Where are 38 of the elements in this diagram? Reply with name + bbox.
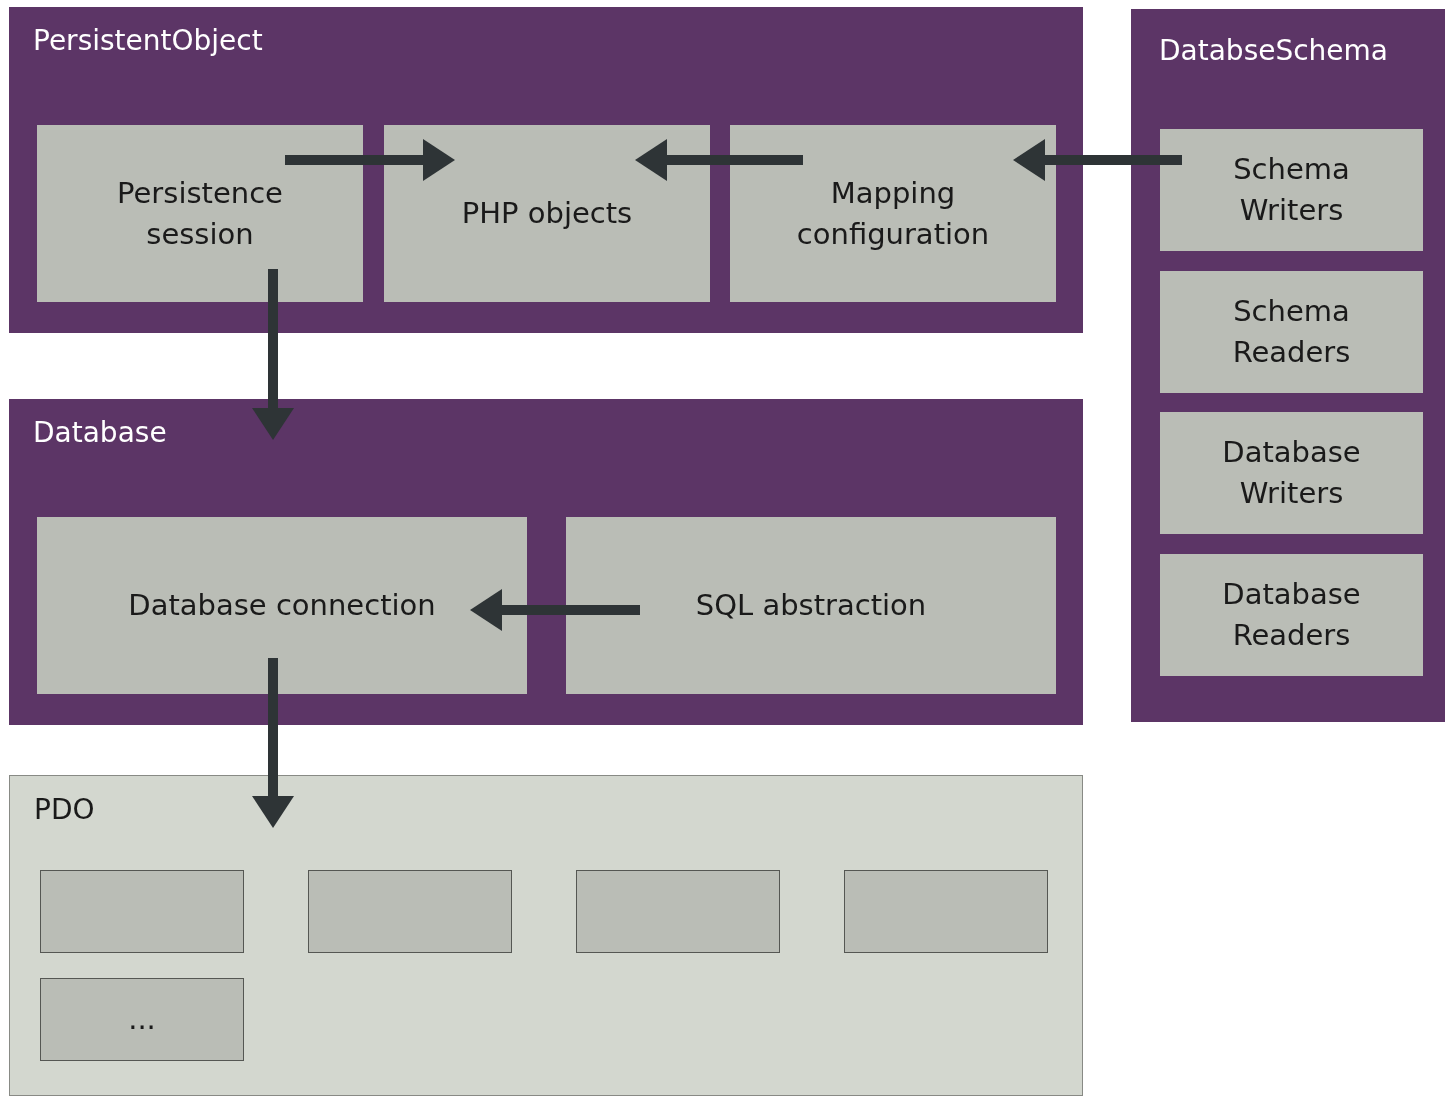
box-label: Mapping configuration <box>795 174 991 253</box>
box-label: PHP objects <box>461 195 633 232</box>
panel-title: Database <box>33 419 167 447</box>
panel-title: PersistentObject <box>33 27 263 55</box>
module-box <box>384 125 710 302</box>
arrow <box>470 589 640 631</box>
component-panel <box>1131 9 1445 722</box>
driver-box <box>576 870 780 953</box>
box-label: Persistence session <box>116 174 284 253</box>
arrow <box>635 139 803 181</box>
box-label: Schema Writers <box>1232 151 1351 229</box>
component-panel <box>9 399 1083 725</box>
box-label: Database Readers <box>1221 576 1362 654</box>
module-box <box>566 517 1056 694</box>
box-label: Database connection <box>128 587 436 624</box>
module-box <box>37 517 527 694</box>
arrow <box>252 269 294 440</box>
arrow <box>285 139 455 181</box>
panel-title: DatabseSchema <box>1159 37 1389 65</box>
module-box <box>1160 412 1423 534</box>
panel-title: PDO <box>34 796 95 824</box>
component-panel <box>9 775 1083 1096</box>
driver-box <box>40 870 244 953</box>
module-box <box>37 125 363 302</box>
driver-box <box>308 870 512 953</box>
module-box <box>1160 129 1423 251</box>
component-panel <box>9 7 1083 333</box>
driver-box <box>844 870 1048 953</box>
box-label: ... <box>128 1001 156 1038</box>
module-box <box>1160 271 1423 393</box>
box-label: Schema Readers <box>1231 293 1352 371</box>
module-box <box>730 125 1056 302</box>
driver-box <box>40 978 244 1061</box>
module-box <box>1160 554 1423 676</box>
arrow <box>1013 139 1182 181</box>
arrow <box>252 658 294 828</box>
box-label: Database Writers <box>1221 434 1362 512</box>
box-label: SQL abstraction <box>695 587 927 624</box>
